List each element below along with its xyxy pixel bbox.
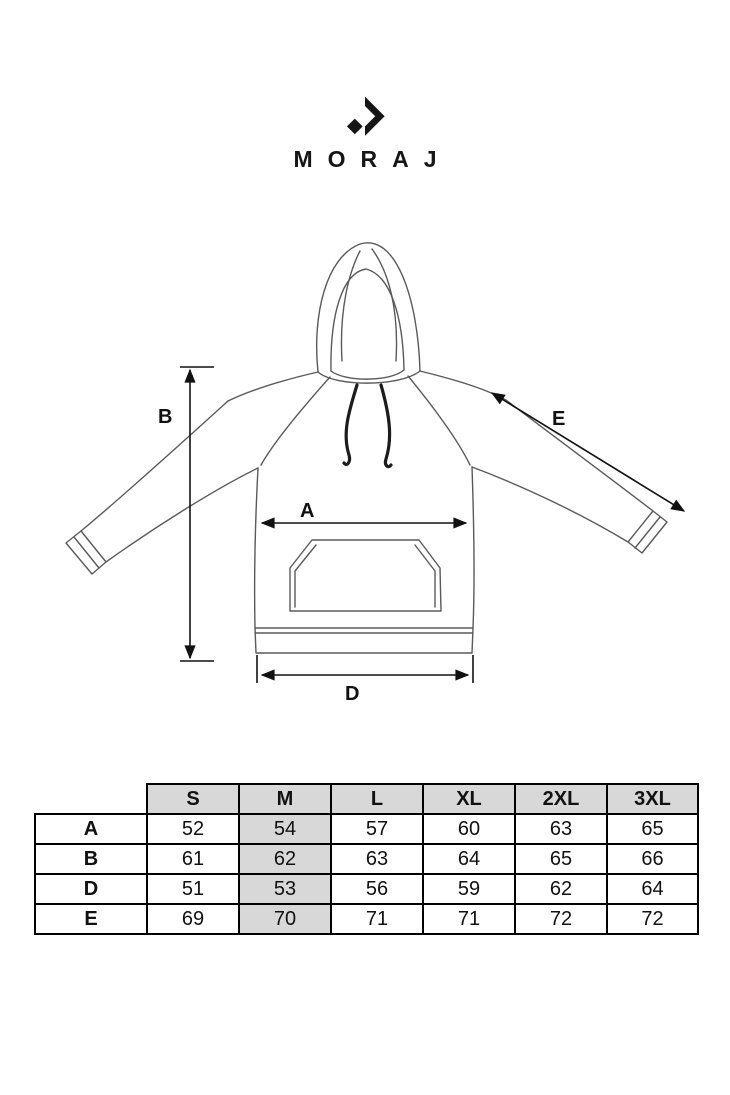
measure-label-e: E xyxy=(552,408,565,430)
size-cell: 63 xyxy=(330,843,424,875)
column-header-xl: XL xyxy=(422,783,516,815)
size-cell: 66 xyxy=(606,843,699,875)
size-table: S M L XL 2XL 3XL A 52 54 57 60 63 65 B 6… xyxy=(34,783,699,935)
size-cell: 54 xyxy=(238,813,332,845)
diamond-arrow-icon xyxy=(346,96,385,136)
size-cell: 71 xyxy=(330,903,424,935)
size-cell: 71 xyxy=(422,903,516,935)
size-cell: 65 xyxy=(606,813,699,845)
size-cell: 52 xyxy=(146,813,240,845)
size-cell: 53 xyxy=(238,873,332,905)
size-cell: 65 xyxy=(514,843,608,875)
size-cell: 64 xyxy=(422,843,516,875)
table-row-d: D 51 53 56 59 62 64 xyxy=(34,873,699,905)
measure-label-d: D xyxy=(345,683,359,705)
size-cell: 56 xyxy=(330,873,424,905)
column-header-3xl: 3XL xyxy=(606,783,699,815)
size-cell: 51 xyxy=(146,873,240,905)
corner-cell xyxy=(35,784,147,814)
column-header-s: S xyxy=(146,783,240,815)
row-label-a: A xyxy=(34,813,148,845)
table-row-a: A 52 54 57 60 63 65 xyxy=(34,813,699,845)
brand-logo: MORAJ xyxy=(0,95,730,173)
size-cell: 60 xyxy=(422,813,516,845)
measure-label-a: A xyxy=(300,500,314,522)
size-cell: 69 xyxy=(146,903,240,935)
sleeve-arrow-e xyxy=(490,392,686,512)
size-cell: 62 xyxy=(514,873,608,905)
size-cell: 64 xyxy=(606,873,699,905)
measurement-arrows xyxy=(180,366,686,683)
row-label-b: B xyxy=(34,843,148,875)
size-cell: 59 xyxy=(422,873,516,905)
row-label-e: E xyxy=(34,903,148,935)
hoodie-outline xyxy=(65,242,668,654)
column-header-m: M xyxy=(238,783,332,815)
column-header-l: L xyxy=(330,783,424,815)
size-cell: 72 xyxy=(606,903,699,935)
table-row-e: E 69 70 71 71 72 72 xyxy=(34,903,699,935)
size-cell: 72 xyxy=(514,903,608,935)
drawstrings xyxy=(342,383,393,469)
header-row: S M L XL 2XL 3XL xyxy=(35,783,699,815)
row-label-d: D xyxy=(34,873,148,905)
column-header-2xl: 2XL xyxy=(514,783,608,815)
size-cell: 61 xyxy=(146,843,240,875)
hoodie-measurement-diagram: B A D E xyxy=(65,242,686,705)
size-cell: 70 xyxy=(238,903,332,935)
brand-name: MORAJ xyxy=(293,146,452,172)
size-cell: 57 xyxy=(330,813,424,845)
table-row-b: B 61 62 63 64 65 66 xyxy=(34,843,699,875)
size-cell: 62 xyxy=(238,843,332,875)
size-cell: 63 xyxy=(514,813,608,845)
measure-label-b: B xyxy=(158,406,172,428)
